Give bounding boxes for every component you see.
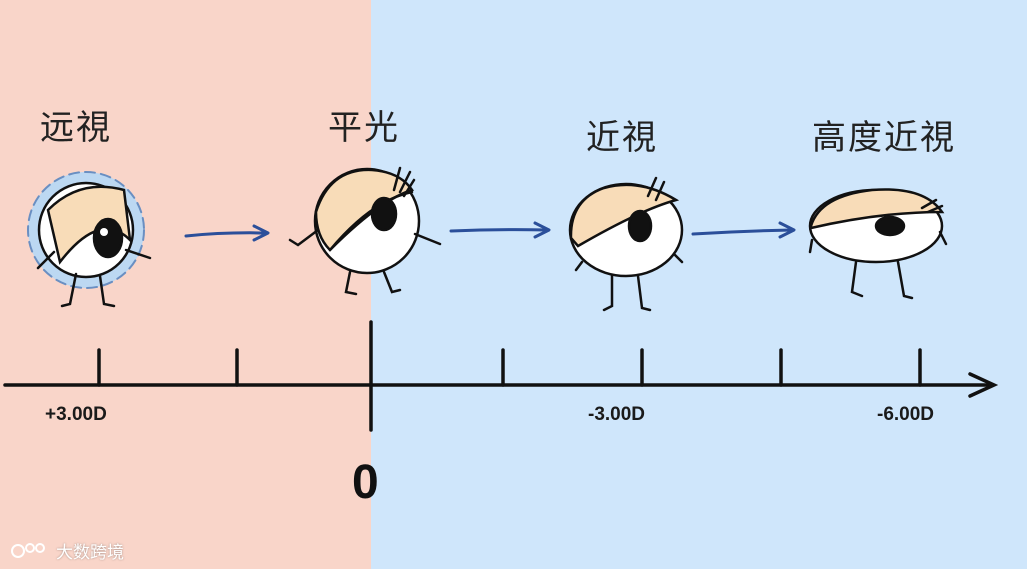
axis — [3, 320, 999, 432]
tick-label-minus3: -3.00D — [588, 404, 646, 425]
arrow-icon — [449, 221, 551, 239]
hyperopia-eye-character — [27, 171, 152, 308]
arrow-icon — [184, 224, 270, 242]
zero-label: 0 — [352, 456, 379, 509]
myopia-background — [371, 0, 1027, 569]
myopia-label: 近視 — [586, 118, 658, 158]
hyperopia-background — [0, 0, 371, 569]
progression-arrows — [184, 221, 796, 242]
watermark: 大数跨境 — [10, 538, 124, 563]
myopia-eye-character — [568, 176, 684, 312]
tick-label-plus3: +3.00D — [45, 404, 107, 425]
high-myopia-label: 高度近視 — [812, 118, 956, 158]
watermark-text: 大数跨境 — [56, 543, 124, 563]
neutral-label: 平光 — [328, 108, 400, 148]
hyperopia-label: 远視 — [40, 108, 112, 148]
tick-label-minus6: -6.00D — [877, 404, 935, 425]
watermark-logo-icon — [11, 542, 45, 558]
high-myopia-eye-character — [808, 188, 948, 300]
neutral-eye-character — [288, 166, 442, 296]
arrow-icon — [691, 221, 796, 239]
axis-arrowhead — [968, 372, 999, 398]
